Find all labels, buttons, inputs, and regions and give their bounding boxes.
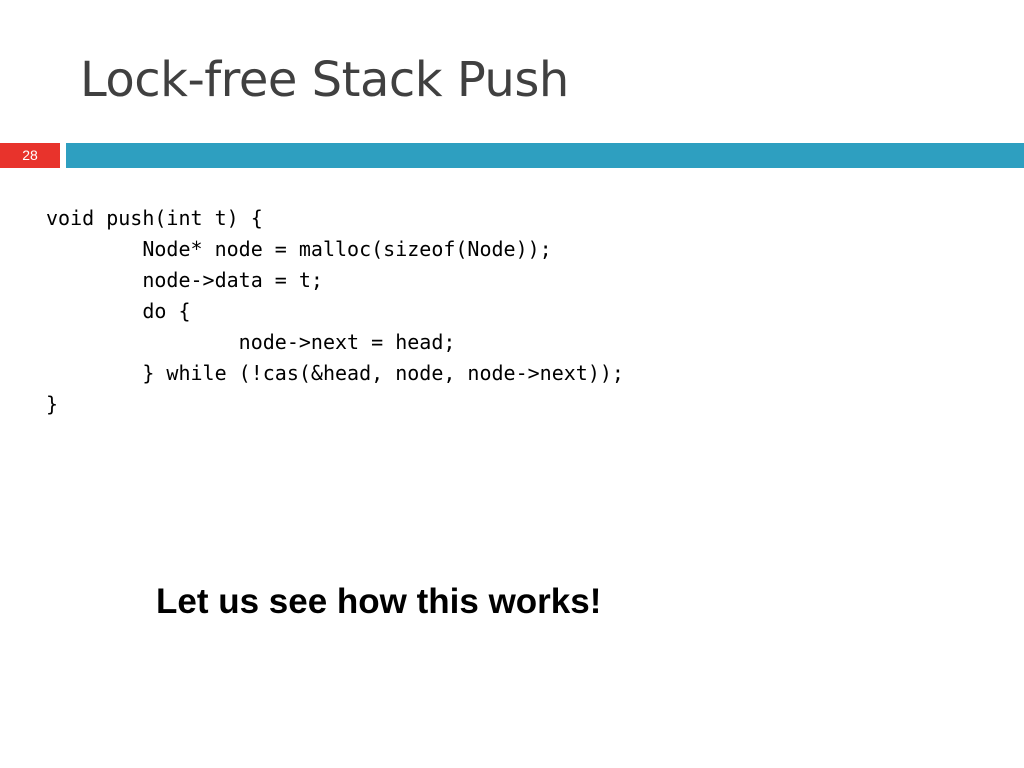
accent-bar	[66, 143, 1024, 168]
code-line: node->next = head;	[46, 330, 456, 354]
code-line: Node* node = malloc(sizeof(Node));	[46, 237, 552, 261]
code-line: void push(int t) {	[46, 206, 263, 230]
code-line: } while (!cas(&head, node, node->next));	[46, 361, 624, 385]
code-block: void push(int t) { Node* node = malloc(s…	[46, 203, 624, 420]
slide-number-badge: 28	[0, 143, 60, 168]
code-line: }	[46, 392, 59, 416]
slide-title: Lock-free Stack Push	[80, 52, 569, 108]
code-line: node->data = t;	[46, 268, 323, 292]
code-line: do {	[46, 299, 191, 323]
callout-text: Let us see how this works!	[156, 582, 602, 621]
